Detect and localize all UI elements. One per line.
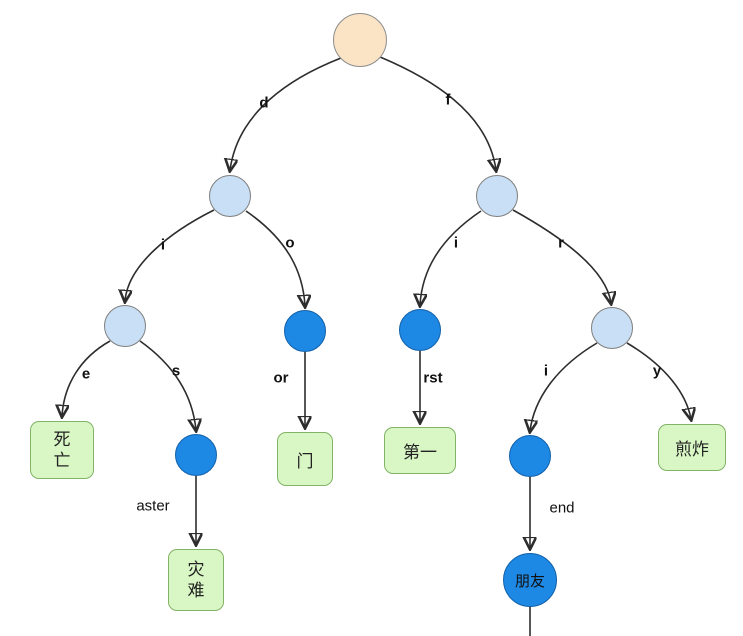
node-fr	[591, 307, 633, 349]
node-d	[209, 175, 251, 217]
edge-d-do	[245, 210, 305, 306]
edge-label-y: y	[652, 362, 662, 380]
leaf-first: 第一	[384, 427, 456, 474]
edge-label-f-r: r	[558, 234, 564, 252]
node-fi	[399, 309, 441, 351]
leaf-fry-label: 煎炸	[675, 440, 709, 459]
leaf-die-label: 死亡	[53, 429, 71, 470]
leaf-die: 死亡	[30, 421, 94, 479]
edge-label-d: d	[259, 94, 269, 112]
node-root	[333, 13, 387, 67]
node-fri	[509, 435, 551, 477]
edge-label-e: e	[81, 365, 91, 383]
edge-root-d	[230, 57, 342, 170]
leaf-door: 门	[277, 432, 333, 486]
edge-label-d-o: o	[285, 234, 295, 252]
edge-label-f: f	[445, 91, 451, 109]
edge-label-rst: rst	[423, 369, 443, 387]
node-friend: 朋友	[503, 553, 557, 607]
leaf-disaster-label: 灾难	[187, 559, 205, 600]
edge-label-or: or	[273, 369, 289, 387]
edge-di-dis	[139, 340, 196, 430]
edge-f-fr	[512, 209, 611, 303]
edge-fr-fri	[530, 342, 598, 431]
edge-root-f	[379, 56, 496, 170]
edge-label-aster: aster	[136, 497, 170, 515]
edge-label-s: s	[171, 362, 181, 380]
edge-label-end: end	[549, 499, 575, 517]
edge-f-fi	[420, 210, 482, 305]
edge-d-di	[125, 209, 215, 301]
leaf-fry: 煎炸	[658, 424, 726, 471]
edge-label-d-i: i	[160, 236, 166, 254]
leaf-disaster: 灾难	[168, 549, 224, 611]
leaf-first-label: 第一	[403, 443, 437, 462]
node-dis	[175, 434, 217, 476]
edge-fr-fry	[626, 342, 691, 419]
node-di	[104, 305, 146, 347]
edge-label-f-i: i	[453, 234, 459, 252]
node-friend-label: 朋友	[514, 572, 545, 590]
leaf-door-label: 门	[296, 451, 314, 471]
edge-label-fr-i: i	[543, 362, 549, 380]
node-do	[284, 310, 326, 352]
node-f	[476, 175, 518, 217]
